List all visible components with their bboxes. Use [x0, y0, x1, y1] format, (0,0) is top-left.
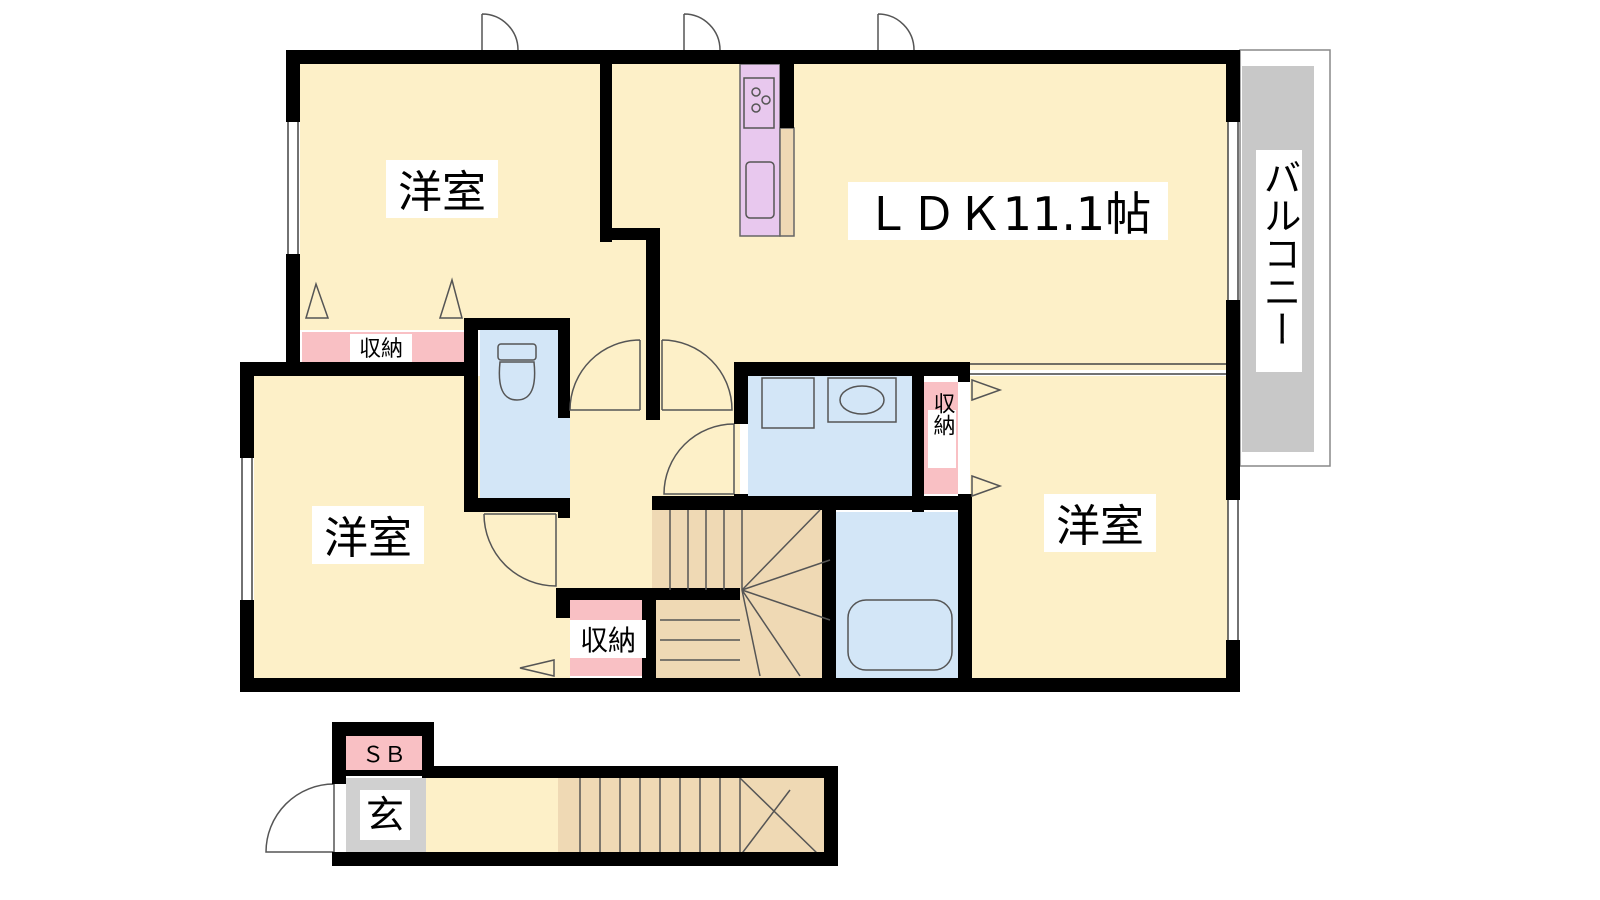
ldk-label: ＬＤＫ11.1帖 — [865, 187, 1151, 241]
doors — [265, 13, 1003, 853]
western-room-top-left-label: 洋室 — [398, 167, 486, 218]
balcony-outline — [1239, 49, 1331, 467]
storage-top-left-label: 収納 — [359, 337, 403, 362]
balcony-label: バルコニー — [1257, 158, 1301, 348]
lower-walls — [332, 722, 838, 866]
entrance-lower-floor — [426, 778, 558, 856]
western-room-right-label: 洋室 — [1056, 501, 1144, 552]
entrance-label: 玄 — [366, 793, 404, 837]
kitchen-side-counter — [779, 127, 795, 237]
windows — [241, 122, 1239, 640]
toilet-floor — [480, 330, 570, 500]
entrance-stairs-floor — [558, 778, 824, 856]
shoe-box-label: ＳＢ — [362, 743, 406, 768]
storage-middle-label: 収納 — [930, 392, 956, 436]
shoe-box — [346, 736, 422, 770]
western-room-bottom-left-label: 洋室 — [324, 513, 412, 564]
fixtures — [497, 77, 953, 857]
bathroom-floor — [836, 512, 958, 678]
walls — [240, 50, 1240, 692]
washroom-floor — [748, 376, 912, 500]
storage-bottom-label: 収納 — [580, 624, 636, 657]
